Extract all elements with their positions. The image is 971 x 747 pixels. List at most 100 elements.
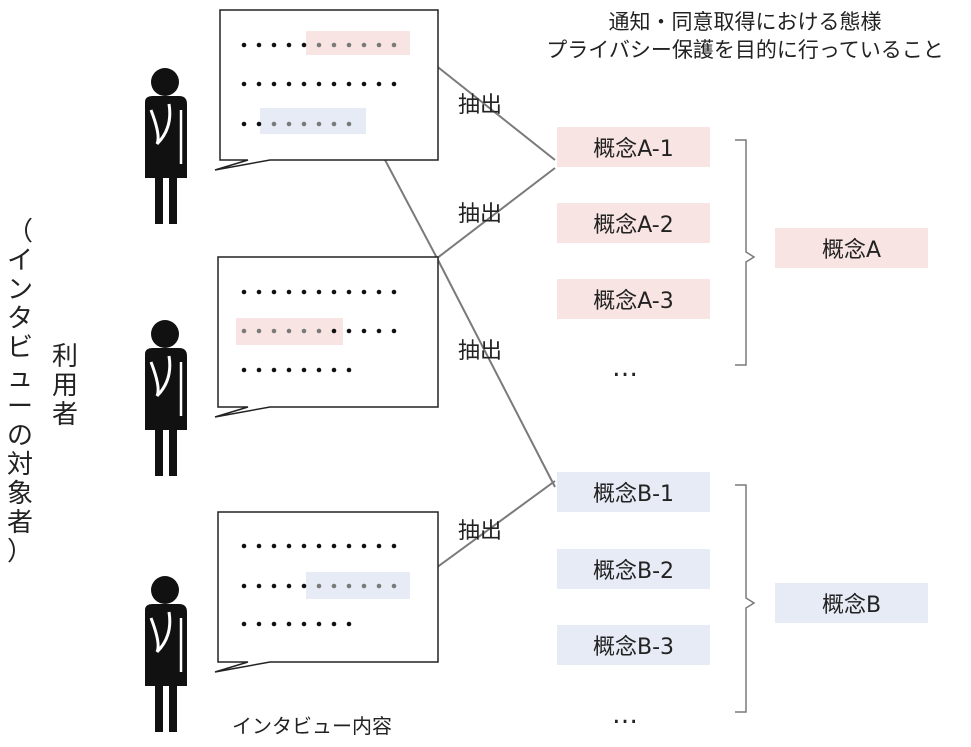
text-dot: [286, 81, 292, 87]
side-label-users: 利用者: [50, 342, 80, 431]
side-label-interviewees: （インタビューの対象者）: [5, 217, 35, 568]
concept-b-group: 概念B: [775, 583, 928, 623]
text-dot: [256, 328, 262, 334]
text-dot: [376, 81, 382, 87]
text-dot: [301, 328, 307, 334]
text-dot: [241, 621, 247, 627]
text-dot: [301, 583, 307, 589]
caption-line-2: プライバシー保護を目的に行っていること: [546, 38, 944, 62]
text-dot: [331, 42, 337, 48]
text-dot: [361, 328, 367, 334]
text-dot: [331, 621, 337, 627]
text-dot: [271, 289, 277, 295]
text-dot: [256, 42, 262, 48]
text-dot: [241, 121, 247, 127]
text-dot: [256, 367, 262, 373]
text-dot: [286, 367, 292, 373]
caption-line-1: 通知・同意取得における態様: [608, 10, 882, 34]
text-dot: [271, 367, 277, 373]
text-dot: [331, 121, 337, 127]
text-dot: [346, 543, 352, 549]
text-dot: [361, 81, 367, 87]
side-label-char: ー: [6, 391, 33, 422]
text-dot: [301, 621, 307, 627]
text-dot: [331, 543, 337, 549]
text-dot: [316, 583, 322, 589]
concept-b-1: 概念B-1: [557, 472, 710, 512]
text-dot: [241, 328, 247, 334]
text-dot: [346, 621, 352, 627]
side-label-char: 者: [51, 400, 78, 431]
concept-a-group: 概念A: [775, 228, 928, 268]
person-thinking-icon: [145, 576, 187, 732]
people-icons: [145, 68, 187, 732]
text-dot: [286, 621, 292, 627]
text-dot: [376, 543, 382, 549]
side-label-char: イ: [6, 246, 33, 277]
text-dot: [346, 81, 352, 87]
text-dot: [331, 328, 337, 334]
extract-label: 抽出: [458, 519, 503, 544]
text-dot: [301, 543, 307, 549]
concept-a-1: 概念A-1: [557, 127, 710, 167]
text-dot: [286, 328, 292, 334]
text-dot: [331, 289, 337, 295]
concept-a-more: …: [612, 353, 642, 383]
text-dot: [286, 583, 292, 589]
text-dot: [316, 367, 322, 373]
text-dot: [391, 81, 397, 87]
text-dot: [316, 621, 322, 627]
side-label-char: 用: [51, 371, 78, 402]
text-dot: [316, 81, 322, 87]
text-dot: [256, 583, 262, 589]
concept-b-more: …: [612, 700, 642, 730]
concept-b-2: 概念B-2: [557, 549, 710, 589]
text-dot: [316, 42, 322, 48]
concept-b-3: 概念B-3: [557, 625, 710, 665]
text-dot: [346, 121, 352, 127]
text-dot: [301, 289, 307, 295]
text-dot: [241, 367, 247, 373]
dotted-text-lines: [241, 42, 397, 627]
brace-a-icon: [735, 139, 756, 366]
extract-label: 抽出: [458, 202, 503, 227]
text-dot: [271, 42, 277, 48]
person-thinking-icon: [145, 320, 187, 476]
text-dot: [256, 289, 262, 295]
text-dot: [271, 121, 277, 127]
text-dot: [256, 621, 262, 627]
text-dot: [376, 328, 382, 334]
text-dot: [301, 42, 307, 48]
text-dot: [361, 583, 367, 589]
side-label-char: 対: [6, 449, 33, 480]
side-label-char: の: [6, 420, 33, 451]
text-dot: [391, 583, 397, 589]
text-dot: [331, 81, 337, 87]
text-dot: [241, 289, 247, 295]
text-dot: [346, 367, 352, 373]
text-dot: [346, 583, 352, 589]
side-label-char: タ: [6, 304, 33, 335]
text-dot: [241, 543, 247, 549]
text-dot: [361, 42, 367, 48]
side-label-char: 象: [6, 478, 33, 509]
side-label-char: ュ: [6, 362, 33, 393]
side-label-char: ）: [6, 537, 33, 568]
extract-label: 抽出: [458, 93, 503, 118]
text-dot: [271, 543, 277, 549]
text-dot: [301, 121, 307, 127]
concept-a-2: 概念A-2: [557, 203, 710, 243]
text-dot: [391, 543, 397, 549]
text-dot: [331, 583, 337, 589]
side-label-char: 利: [51, 342, 78, 372]
extract-label: 抽出: [458, 339, 503, 364]
text-dot: [391, 289, 397, 295]
text-dot: [271, 81, 277, 87]
side-label-char: ビ: [6, 333, 33, 364]
text-dot: [241, 81, 247, 87]
text-dot: [256, 121, 262, 127]
brace-b-icon: [735, 484, 756, 713]
side-label-char: 者: [6, 508, 33, 539]
text-dot: [391, 328, 397, 334]
